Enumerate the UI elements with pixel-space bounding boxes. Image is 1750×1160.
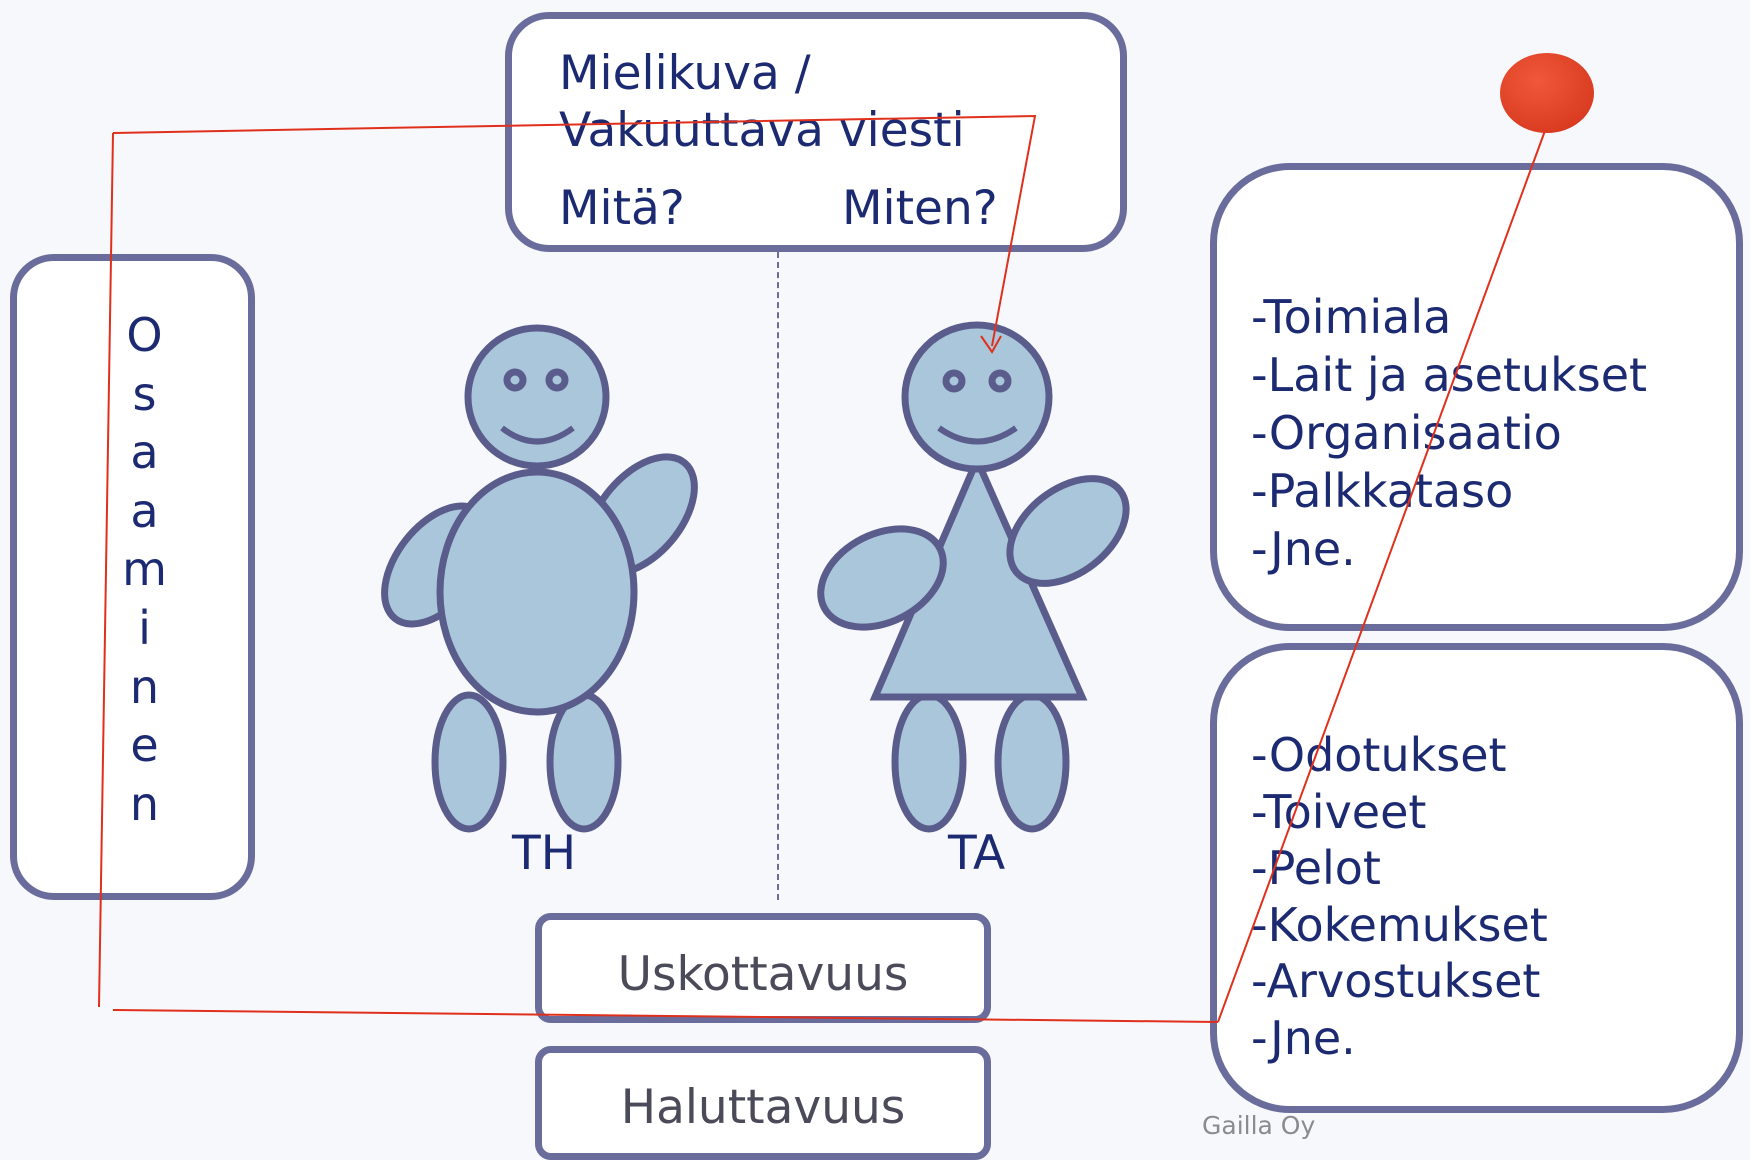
vertical-letter: n <box>129 659 160 714</box>
context-item: -Palkkataso <box>1251 464 1514 518</box>
context-list: -Toimiala -Lait ja asetukset -Organisaat… <box>1251 288 1647 578</box>
vertical-letter: a <box>130 483 159 538</box>
vertical-letter: n <box>129 776 160 831</box>
vertical-letter: e <box>130 718 159 773</box>
audience-item: -Arvostukset <box>1251 954 1541 1008</box>
figure-ta <box>817 321 1130 833</box>
audience-item: -Odotukset <box>1251 728 1507 782</box>
haluttavuus-box: Haluttavuus <box>535 1046 991 1160</box>
footer-credit: Gailla Oy <box>1202 1111 1316 1140</box>
context-box: -Toimiala -Lait ja asetukset -Organisaat… <box>1210 163 1743 631</box>
context-item: -Jne. <box>1251 522 1356 576</box>
context-item: -Lait ja asetukset <box>1251 348 1648 402</box>
audience-item: -Kokemukset <box>1251 897 1548 952</box>
audience-box: -Odotukset -Toiveet -Pelot -Kokemukset -… <box>1210 643 1743 1113</box>
audience-item: -Pelot <box>1251 841 1381 895</box>
haluttavuus-label: Haluttavuus <box>620 1080 906 1135</box>
figure-th-label: TH <box>512 826 577 881</box>
uskottavuus-box: Uskottavuus <box>535 913 991 1023</box>
context-item: -Organisaatio <box>1251 406 1562 460</box>
figure-th <box>381 324 698 833</box>
audience-item: -Jne. <box>1251 1010 1356 1065</box>
audience-item: -Toiveet <box>1251 784 1427 839</box>
message-line-1: Mielikuva / <box>559 46 811 101</box>
vertical-letter: m <box>122 542 167 597</box>
vertical-letter: a <box>130 425 159 480</box>
uskottavuus-label: Uskottavuus <box>617 947 909 1002</box>
audience-list: -Odotukset -Toiveet -Pelot -Kokemukset -… <box>1251 727 1548 1066</box>
context-item: -Toimiala <box>1251 290 1452 344</box>
vertical-letter: i <box>138 600 151 655</box>
divider-line <box>777 252 779 900</box>
figure-ta-label: TA <box>948 826 1006 881</box>
vertical-letter: s <box>132 366 157 421</box>
